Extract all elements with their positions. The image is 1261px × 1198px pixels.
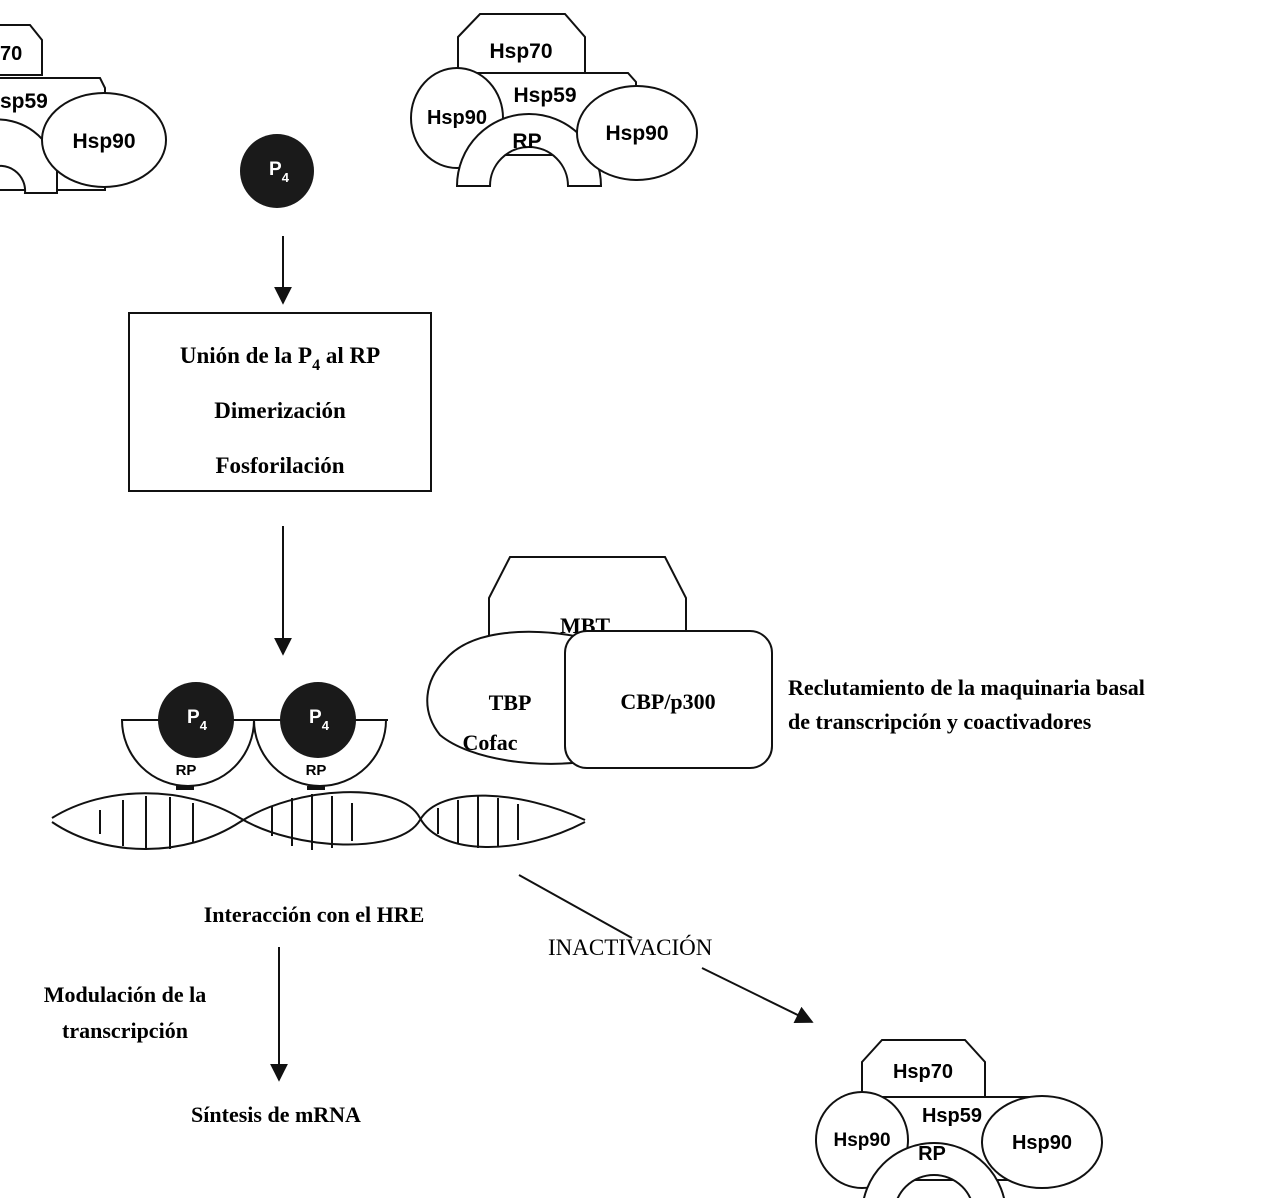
rp-label: RP: [512, 130, 541, 153]
rp-shape: [863, 1142, 1005, 1198]
binding-steps-box: Unión de la P4 al RP Dimerización Fosfor…: [128, 312, 432, 492]
hsp59-label: Hsp59: [513, 84, 576, 107]
p4-bound-right: [280, 682, 356, 758]
progesterone-molecule: P4: [240, 134, 314, 208]
rp-shape: [0, 118, 58, 194]
hsp90-left-label: Hsp90: [427, 107, 487, 129]
step-phosphorylation-text: Fosforilación: [215, 453, 344, 478]
cofac-label: Cofac: [463, 730, 518, 755]
hsp90-shape: [41, 92, 167, 188]
step-binding-text: Unión de la P4 al RP: [180, 343, 380, 374]
receptor-dimer: P4 P4 RP RP: [120, 682, 388, 790]
p4-bound-left: [158, 682, 234, 758]
hre-interaction-label: Interacción con el HRE: [204, 902, 425, 927]
hsp90-left-label: Hsp90: [833, 1130, 890, 1151]
cbp-p300-shape: [564, 630, 773, 769]
hsp70-shape: [0, 24, 43, 76]
hsp90-right-label: Hsp90: [1012, 1132, 1072, 1154]
rp-left-label: RP: [176, 762, 197, 779]
chaperone-complex-top-left: 70 sp59 Hsp90: [0, 24, 167, 194]
inactivation-arrow: [701, 967, 814, 1023]
recruitment-note-line1: Reclutamiento de la maquinaria basal: [788, 675, 1145, 700]
hsp90-right-label: Hsp90: [605, 122, 668, 145]
inactivation-label: INACTIVACIÓN: [548, 934, 713, 960]
step-dimerization-text: Dimerización: [214, 398, 346, 423]
mrna-synthesis-label: Síntesis de mRNA: [191, 1102, 361, 1127]
chaperone-complex-bottom-right: Hsp70 Hsp90 Hsp59 RP Hsp90: [815, 1039, 1103, 1198]
hsp59-partial-label: sp59: [0, 90, 48, 113]
svg-text:P4: P4: [309, 707, 330, 733]
hsp90-right-shape: [576, 85, 698, 181]
tbp-label: TBP: [489, 690, 532, 715]
chaperone-complex-top-right: Hsp70 Hsp90 Hsp59 RP Hsp90: [410, 13, 698, 187]
recruitment-note-line2: de transcripción y coactivadores: [788, 709, 1092, 734]
p4-label: P4: [269, 159, 290, 185]
basal-transcription-machinery: MBT TBP Cofac CBP/p300: [426, 556, 773, 769]
svg-text:P4: P4: [187, 707, 208, 733]
hsp90-right-shape: [981, 1095, 1103, 1189]
hsp59-label: Hsp59: [922, 1105, 982, 1127]
rp-shape: [455, 113, 603, 187]
dna-helix: [51, 791, 586, 850]
inactivation-line-upper: [518, 874, 633, 939]
tbp-cofac-shape: [426, 630, 596, 765]
hsp70-partial-label: 70: [0, 43, 22, 65]
cbp-p300-label: CBP/p300: [620, 689, 715, 714]
rp-label: RP: [918, 1143, 946, 1165]
hsp70-label: Hsp70: [893, 1061, 953, 1083]
rp-right-label: RP: [306, 762, 327, 779]
hsp90-label: Hsp90: [72, 130, 135, 153]
hsp70-label: Hsp70: [489, 40, 552, 63]
modulation-label-line1: Modulación de la: [44, 982, 207, 1007]
modulation-label-line2: transcripción: [62, 1018, 188, 1043]
